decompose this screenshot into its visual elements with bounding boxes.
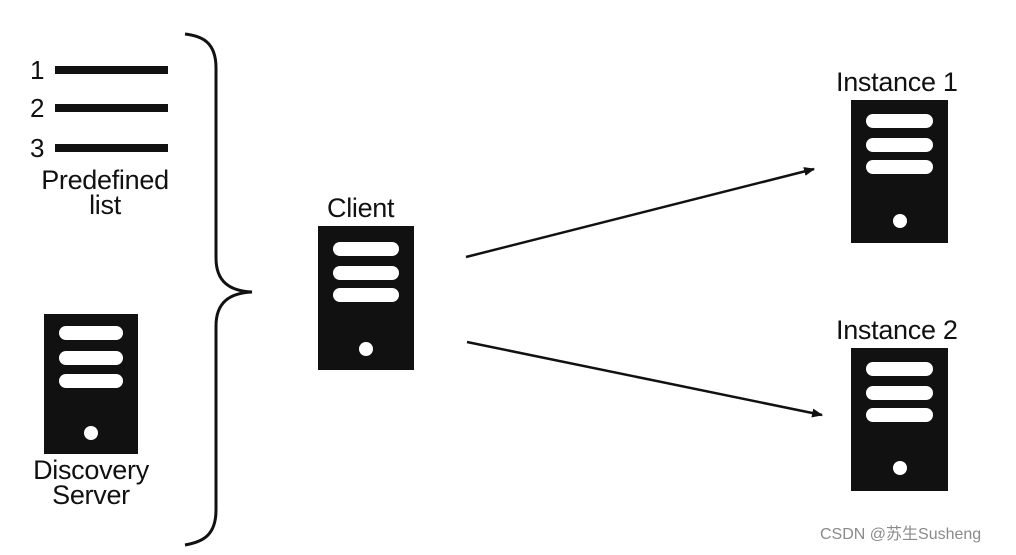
server-slot bbox=[59, 351, 123, 365]
server-slot bbox=[866, 362, 933, 376]
list-line-3 bbox=[55, 144, 168, 152]
server-led bbox=[359, 342, 373, 356]
predefined-list-caption-line1: Predefined bbox=[41, 165, 169, 195]
instance-1-label: Instance 1 bbox=[836, 67, 958, 97]
client-server-icon bbox=[318, 226, 414, 370]
curly-brace bbox=[184, 32, 253, 547]
discovery-server-icon bbox=[44, 314, 138, 454]
instance-2-server-icon bbox=[851, 348, 948, 491]
server-slot bbox=[866, 114, 933, 128]
server-slot bbox=[333, 242, 399, 256]
server-led bbox=[893, 461, 907, 475]
discovery-server-label-line2: Server bbox=[52, 480, 130, 510]
discovery-server-label-line1: Discovery bbox=[33, 455, 149, 485]
predefined-list-caption-line2: list bbox=[89, 190, 121, 220]
server-slot bbox=[866, 160, 933, 174]
list-number-2: 2 bbox=[30, 93, 45, 123]
server-led bbox=[893, 214, 907, 228]
list-number-1: 1 bbox=[30, 55, 45, 85]
predefined-list-caption: Predefined list bbox=[20, 165, 190, 220]
server-led bbox=[84, 426, 98, 440]
server-slot bbox=[866, 386, 933, 400]
arrow-client-to-instance-2 bbox=[466, 340, 824, 418]
arrow-client-to-instance-1 bbox=[465, 167, 816, 259]
server-slot bbox=[866, 138, 933, 152]
list-line-2 bbox=[55, 104, 168, 112]
list-line-1 bbox=[55, 66, 168, 74]
server-slot bbox=[59, 326, 123, 340]
server-slot bbox=[333, 266, 399, 280]
discovery-server-label: Discovery Server bbox=[6, 455, 176, 510]
server-slot bbox=[59, 374, 123, 388]
watermark: CSDN @苏生Susheng bbox=[820, 526, 982, 543]
client-label: Client bbox=[327, 193, 395, 223]
server-slot bbox=[866, 408, 933, 422]
server-slot bbox=[333, 288, 399, 302]
instance-1-server-icon bbox=[851, 100, 948, 243]
list-number-3: 3 bbox=[30, 133, 45, 163]
instance-2-label: Instance 2 bbox=[836, 315, 958, 345]
